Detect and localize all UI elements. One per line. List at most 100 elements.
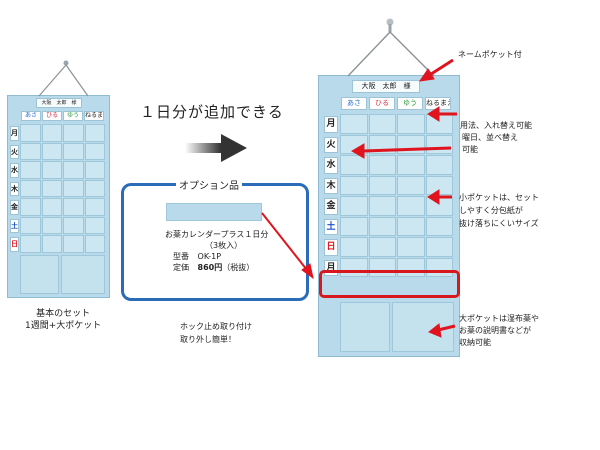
expanded-small-pocket bbox=[425, 114, 453, 134]
expanded-small-pocket bbox=[397, 134, 425, 154]
expanded-small-pocket bbox=[425, 196, 453, 216]
hook-note-line2: 取り外し簡単！ bbox=[180, 335, 236, 344]
expanded-small-pocket bbox=[368, 196, 396, 216]
expanded-day-label: 土 bbox=[324, 218, 338, 235]
right-hanger bbox=[347, 18, 435, 77]
expanded-small-pocket bbox=[425, 216, 453, 236]
basic-small-pocket bbox=[41, 179, 62, 197]
annotation-usage: 用法、入れ替え可能 曜日、並べ替え 可能 bbox=[460, 120, 532, 156]
expanded-small-pocket bbox=[425, 175, 453, 195]
basic-small-pocket bbox=[84, 216, 105, 234]
annotation-big-pocket-line2: お薬の説明書などが bbox=[459, 326, 531, 335]
option-model-label: 型番 bbox=[173, 252, 189, 261]
expanded-day-label: 水 bbox=[324, 157, 338, 174]
basic-small-pocket bbox=[20, 179, 41, 197]
expanded-small-pocket bbox=[368, 237, 396, 257]
expanded-small-pocket bbox=[425, 155, 453, 175]
hook-note: ホック止め取り付け 取り外し簡単！ bbox=[180, 320, 252, 346]
expanded-time-tag: ひる bbox=[369, 97, 395, 110]
option-model-row: 型番 OK-1P bbox=[165, 251, 268, 262]
basic-set-line1: 基本のセット bbox=[36, 309, 91, 319]
annotation-usage-line1: 用法、入れ替え可能 bbox=[460, 121, 532, 130]
expanded-time-tag: ねるまえ bbox=[425, 97, 451, 110]
expanded-small-pocket bbox=[340, 175, 368, 195]
basic-day-label: 日 bbox=[10, 237, 19, 252]
option-pocket-strip bbox=[166, 203, 262, 221]
expanded-day-label: 木 bbox=[324, 177, 338, 194]
expanded-small-pocket bbox=[397, 175, 425, 195]
annotation-usage-line2: 曜日、並べ替え bbox=[462, 133, 518, 142]
basic-day-label: 木 bbox=[10, 181, 19, 196]
basic-small-pocket bbox=[41, 161, 62, 179]
added-day-highlight bbox=[319, 270, 460, 298]
basic-small-pocket bbox=[63, 142, 84, 160]
annotation-small-pocket-line1: 小ポケットは、セット bbox=[459, 193, 539, 202]
expanded-small-pocket bbox=[368, 134, 396, 154]
basic-small-pocket bbox=[63, 198, 84, 216]
annotation-small-pocket-line2: しやすく分包紙が bbox=[459, 206, 523, 215]
expanded-small-pocket bbox=[368, 175, 396, 195]
basic-day-label: 月 bbox=[10, 126, 19, 141]
expanded-small-pocket bbox=[368, 114, 396, 134]
expanded-small-pocket bbox=[397, 216, 425, 236]
expanded-small-pocket bbox=[340, 114, 368, 134]
basic-set-caption: 基本のセット 1週間+大ポケット bbox=[25, 308, 101, 332]
headline: １日分が追加できる bbox=[140, 103, 284, 121]
expanded-small-pocket bbox=[340, 216, 368, 236]
expanded-big-pocket-left bbox=[340, 302, 390, 352]
basic-small-pocket bbox=[20, 142, 41, 160]
expanded-day-label: 金 bbox=[324, 198, 338, 215]
annotation-usage-line3: 可能 bbox=[462, 145, 478, 154]
expanded-small-pocket bbox=[368, 216, 396, 236]
basic-small-pocket bbox=[41, 216, 62, 234]
basic-big-pocket-left bbox=[20, 255, 59, 294]
basic-small-pocket bbox=[63, 235, 84, 253]
basic-small-pocket bbox=[20, 161, 41, 179]
expanded-time-tag: ゆう bbox=[397, 97, 423, 110]
basic-day-label: 火 bbox=[10, 144, 19, 159]
basic-small-pocket bbox=[41, 142, 62, 160]
basic-small-pocket bbox=[84, 198, 105, 216]
expanded-day-label: 日 bbox=[324, 239, 338, 256]
basic-big-pocket-right bbox=[61, 255, 105, 294]
expanded-big-pocket-right bbox=[392, 302, 454, 352]
basic-nameplate: 大阪 太郎 様 bbox=[36, 98, 82, 108]
basic-time-tag: ひる bbox=[42, 111, 62, 121]
expanded-small-pocket bbox=[340, 196, 368, 216]
option-price-row: 定価 860円（税抜） bbox=[165, 262, 268, 273]
option-title: オプション品 bbox=[176, 177, 242, 192]
annotation-small-pocket: 小ポケットは、セット しやすく分包紙が 抜け落ちにくいサイズ bbox=[459, 191, 539, 230]
basic-small-pocket bbox=[20, 216, 41, 234]
expanded-small-pocket bbox=[425, 134, 453, 154]
expanded-small-pocket bbox=[340, 237, 368, 257]
basic-small-pocket bbox=[20, 198, 41, 216]
basic-small-pocket bbox=[63, 216, 84, 234]
option-quantity: （3枚入） bbox=[205, 241, 243, 250]
left-hanger bbox=[38, 60, 89, 97]
basic-small-pocket bbox=[84, 179, 105, 197]
expanded-small-pocket bbox=[397, 237, 425, 257]
annotation-big-pocket-line1: 大ポケットは湿布薬や bbox=[459, 314, 539, 323]
expanded-small-pocket bbox=[340, 155, 368, 175]
expanded-day-label: 月 bbox=[324, 116, 338, 133]
hook-note-line1: ホック止め取り付け bbox=[180, 322, 252, 331]
transform-arrow bbox=[185, 134, 247, 162]
expanded-small-pocket bbox=[368, 155, 396, 175]
basic-time-tag: ゆう bbox=[63, 111, 83, 121]
basic-small-pocket bbox=[84, 124, 105, 142]
basic-small-pocket bbox=[41, 124, 62, 142]
basic-small-pocket bbox=[63, 161, 84, 179]
option-details: お薬カレンダープラス１日分 （3枚入） 型番 OK-1P 定価 860円（税抜） bbox=[165, 229, 268, 273]
basic-time-tag: ねるまえ bbox=[84, 111, 104, 121]
basic-small-pocket bbox=[84, 235, 105, 253]
basic-small-pocket bbox=[20, 124, 41, 142]
basic-small-pocket bbox=[84, 161, 105, 179]
expanded-small-pocket bbox=[340, 134, 368, 154]
expanded-day-label: 火 bbox=[324, 136, 338, 153]
expanded-small-pocket bbox=[397, 196, 425, 216]
basic-set-line2: 1週間+大ポケット bbox=[25, 321, 102, 332]
basic-small-pocket bbox=[41, 198, 62, 216]
basic-small-pocket bbox=[84, 142, 105, 160]
basic-day-label: 土 bbox=[10, 218, 19, 233]
expanded-small-pocket bbox=[425, 237, 453, 257]
